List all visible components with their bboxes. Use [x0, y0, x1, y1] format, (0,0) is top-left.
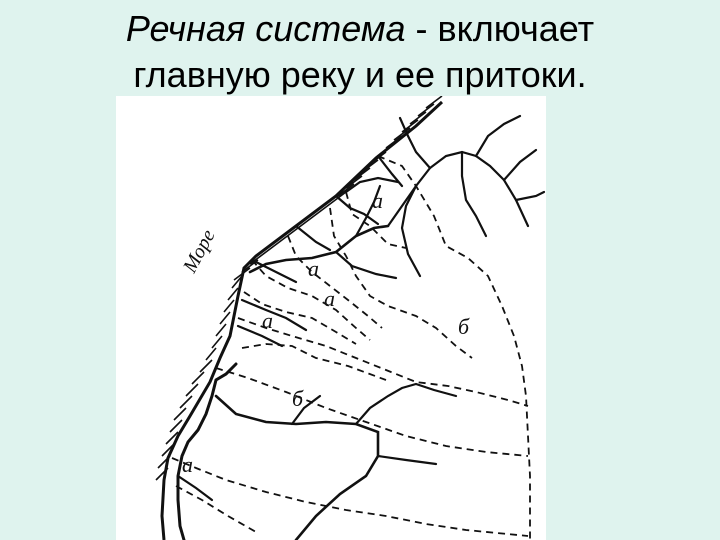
river-system-diagram: Море а а а а а б б	[155, 96, 546, 540]
river-network	[176, 114, 546, 540]
river-system-figure: Море а а а а а б б	[116, 96, 546, 540]
label-a-5: а	[182, 452, 193, 477]
label-a-4: а	[262, 308, 273, 333]
label-a-1: а	[372, 188, 383, 213]
coastline	[160, 100, 444, 540]
slide-title: Речная система - включает главную реку и…	[0, 6, 720, 98]
label-a-3: а	[324, 286, 335, 311]
title-line-1-rest: - включает	[405, 8, 595, 49]
title-line-2: главную реку и ее притоки.	[133, 54, 587, 95]
title-line-1: Речная система - включает	[0, 6, 720, 52]
sea-label: Море	[179, 226, 220, 277]
label-b-2: б	[292, 386, 304, 411]
label-b-1: б	[458, 314, 470, 339]
title-term: Речная система	[125, 8, 406, 49]
sea-hatching	[155, 96, 443, 481]
label-a-2: а	[308, 256, 319, 281]
